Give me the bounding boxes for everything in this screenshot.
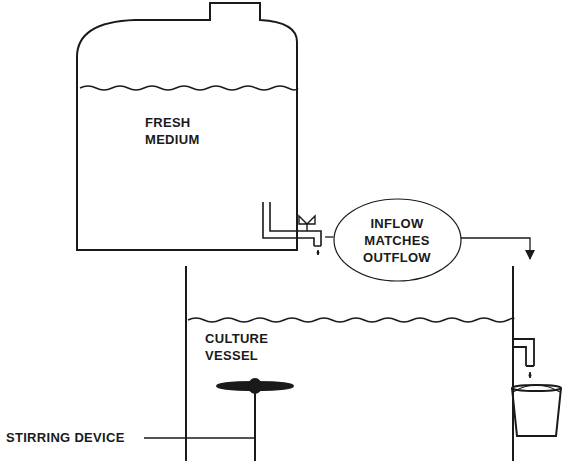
part-label: STIRRING DEVICE <box>6 429 125 446</box>
drip <box>529 372 531 378</box>
leader-arrow <box>461 238 531 259</box>
supply-jug: FRESH MEDIUM <box>75 2 325 254</box>
callout-text: INFLOW MATCHES OUTFLOW <box>358 215 436 266</box>
culture-vessel: CULTURE VESSEL <box>185 262 545 461</box>
part-label: CULTURE VESSEL <box>205 330 295 364</box>
waste-bucket <box>512 385 561 436</box>
part-label: FRESH MEDIUM <box>145 114 245 148</box>
supply-jug-outline <box>75 2 325 254</box>
leader-arrow <box>325 236 334 237</box>
leader-line <box>144 437 255 438</box>
callout-oval: INFLOW MATCHES OUTFLOW <box>333 198 462 282</box>
